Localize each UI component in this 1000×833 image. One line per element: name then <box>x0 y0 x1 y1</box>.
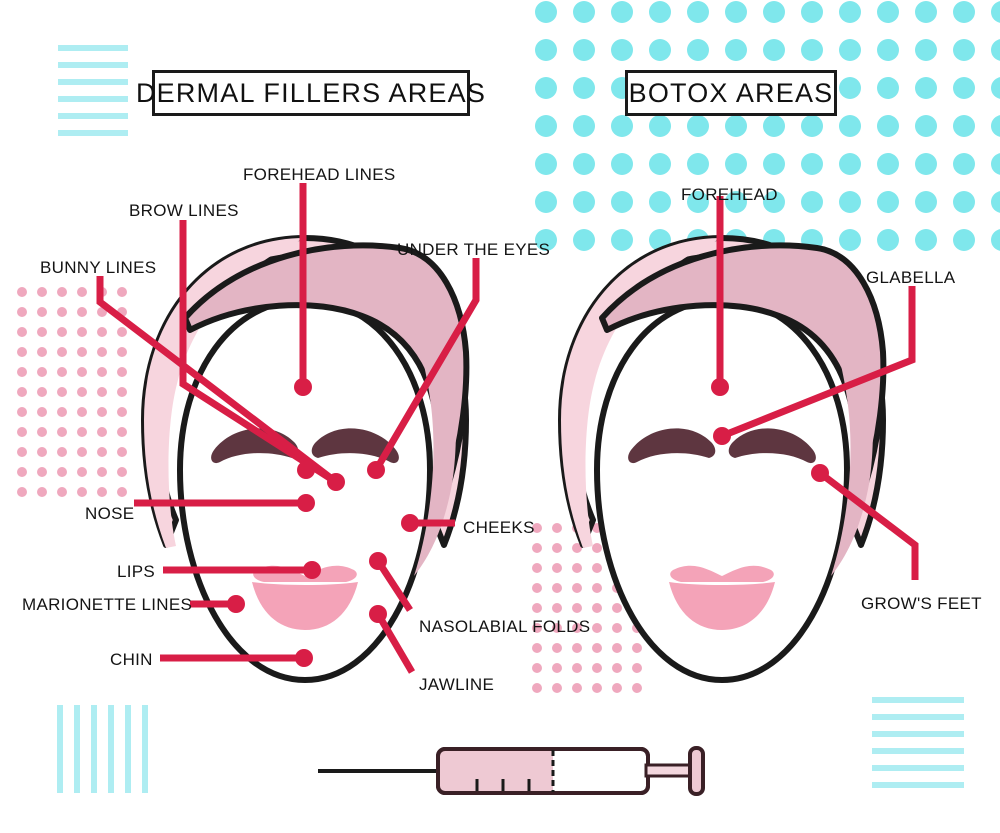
leader-under-the-eyes <box>372 258 480 472</box>
cyan-lines-top-left <box>58 45 128 136</box>
syringe-fill <box>438 749 553 793</box>
dot-marionette-lines <box>227 595 245 613</box>
dot-grows-feet <box>811 464 829 482</box>
left-leader-lines <box>96 183 480 674</box>
syringe-illustration <box>318 746 705 796</box>
label-chin: CHIN <box>110 650 153 669</box>
label-nasolabial-folds: NASOLABIAL FOLDS <box>419 617 591 636</box>
dot-chin <box>295 649 313 667</box>
botox-title-box: BOTOX AREAS <box>625 70 837 116</box>
dot-cheeks <box>401 514 419 532</box>
label-forehead-lines: FOREHEAD LINES <box>243 165 396 184</box>
cyan-lines-bottom-left <box>57 705 148 793</box>
label-nose: NOSE <box>85 504 135 523</box>
cyan-dot-pattern <box>535 1 1000 251</box>
label-grows-feet: GROW'S FEET <box>861 594 982 613</box>
dot-brow-lines <box>327 473 345 491</box>
leader-bunny-lines <box>96 276 339 485</box>
left-leader-dots <box>227 378 419 667</box>
dot-nasolabial-folds <box>369 552 387 570</box>
label-marionette-lines: MARIONETTE LINES <box>22 595 193 614</box>
syringe-thumb-rest <box>688 746 705 796</box>
label-cheeks: CHEEKS <box>463 518 535 537</box>
label-jawline: JAWLINE <box>419 675 495 694</box>
cyan-lines-bottom-right <box>872 697 964 788</box>
botox-title: BOTOX AREAS <box>628 77 834 108</box>
leader-grows-feet <box>817 470 919 580</box>
leader-brow-lines <box>179 220 338 485</box>
dermal-fillers-title: DERMAL FILLERS AREAS <box>135 77 487 108</box>
syringe-ticks <box>475 779 531 791</box>
syringe-plunger-rod <box>644 763 696 778</box>
dot-forehead-lines <box>294 378 312 396</box>
label-lips: LIPS <box>117 562 156 581</box>
right-face-illustration <box>558 235 887 684</box>
label-glabella: GLABELLA <box>866 268 956 287</box>
dot-under-the-eyes <box>367 461 385 479</box>
right-leader-dots <box>711 378 829 482</box>
leader-nasolabial-folds <box>375 559 413 612</box>
dot-bunny-lines <box>297 461 315 479</box>
dermal-fillers-title-box: DERMAL FILLERS AREAS <box>136 70 485 116</box>
dot-jawline <box>369 605 387 623</box>
dot-glabella <box>713 427 731 445</box>
label-under-the-eyes: UNDER THE EYES <box>397 240 551 259</box>
right-leader-lines <box>716 196 919 580</box>
label-brow-lines: BROW LINES <box>129 201 239 220</box>
dot-nose <box>297 494 315 512</box>
pink-dot-pattern-left <box>17 287 127 497</box>
dot-forehead <box>711 378 729 396</box>
leader-jawline <box>374 612 416 674</box>
label-forehead: FOREHEAD <box>681 185 778 204</box>
leader-glabella <box>720 286 916 440</box>
dot-lips <box>303 561 321 579</box>
label-bunny-lines: BUNNY LINES <box>40 258 157 277</box>
